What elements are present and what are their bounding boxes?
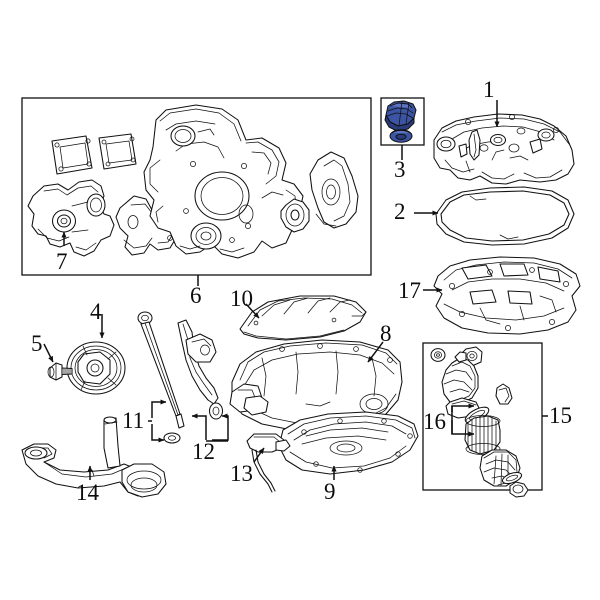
- timing-chain-cover: [143, 104, 304, 259]
- callout-1[interactable]: 1: [483, 77, 495, 102]
- dipstick-guide-tube: [177, 319, 224, 420]
- callout-3[interactable]: 3: [394, 157, 406, 182]
- crankshaft-pulley: [66, 341, 126, 395]
- lower-oil-pan: [278, 411, 419, 475]
- oil-level-dipstick: [137, 311, 185, 444]
- engine-valley-cover: [433, 256, 581, 335]
- callout-10[interactable]: 10: [230, 286, 253, 311]
- oil-filter-assembly: [430, 346, 529, 498]
- callout-7[interactable]: 7: [56, 249, 68, 274]
- callout-2[interactable]: 2: [394, 199, 406, 224]
- callout-5[interactable]: 5: [31, 331, 43, 356]
- timing-cover-gasket-plates: [51, 133, 137, 175]
- callout-4[interactable]: 4: [90, 299, 102, 324]
- oil-pump-pickup-tube: [21, 416, 167, 498]
- oil-jet-hose: [246, 433, 291, 493]
- callout-16[interactable]: 16: [423, 409, 446, 434]
- callout-9[interactable]: 9: [324, 479, 336, 504]
- callout-11[interactable]: 11: [122, 408, 145, 433]
- timing-cover-mount-bracket: [309, 151, 359, 229]
- cylinder-head-cover: [433, 113, 575, 185]
- callout-15[interactable]: 15: [549, 403, 572, 428]
- timing-sprocket: [280, 198, 310, 233]
- oil-pan-baffle-plate: [239, 295, 367, 341]
- crankshaft-pulley-bolt: [47, 362, 73, 381]
- callout-12[interactable]: 12: [192, 439, 215, 464]
- callout-13[interactable]: 13: [230, 461, 253, 486]
- callout-17[interactable]: 17: [398, 278, 421, 303]
- upper-oil-pan: [229, 339, 403, 431]
- callout-leader-lines: [43, 100, 548, 480]
- callout-6[interactable]: 6: [190, 283, 202, 308]
- callout-14[interactable]: 14: [76, 480, 99, 505]
- water-pump-part: [27, 179, 115, 257]
- oil-filler-cap: [384, 100, 417, 143]
- callout-8[interactable]: 8: [380, 321, 392, 346]
- timing-cover-group-box: [21, 97, 372, 276]
- cylinder-head-cover-gasket: [435, 186, 575, 246]
